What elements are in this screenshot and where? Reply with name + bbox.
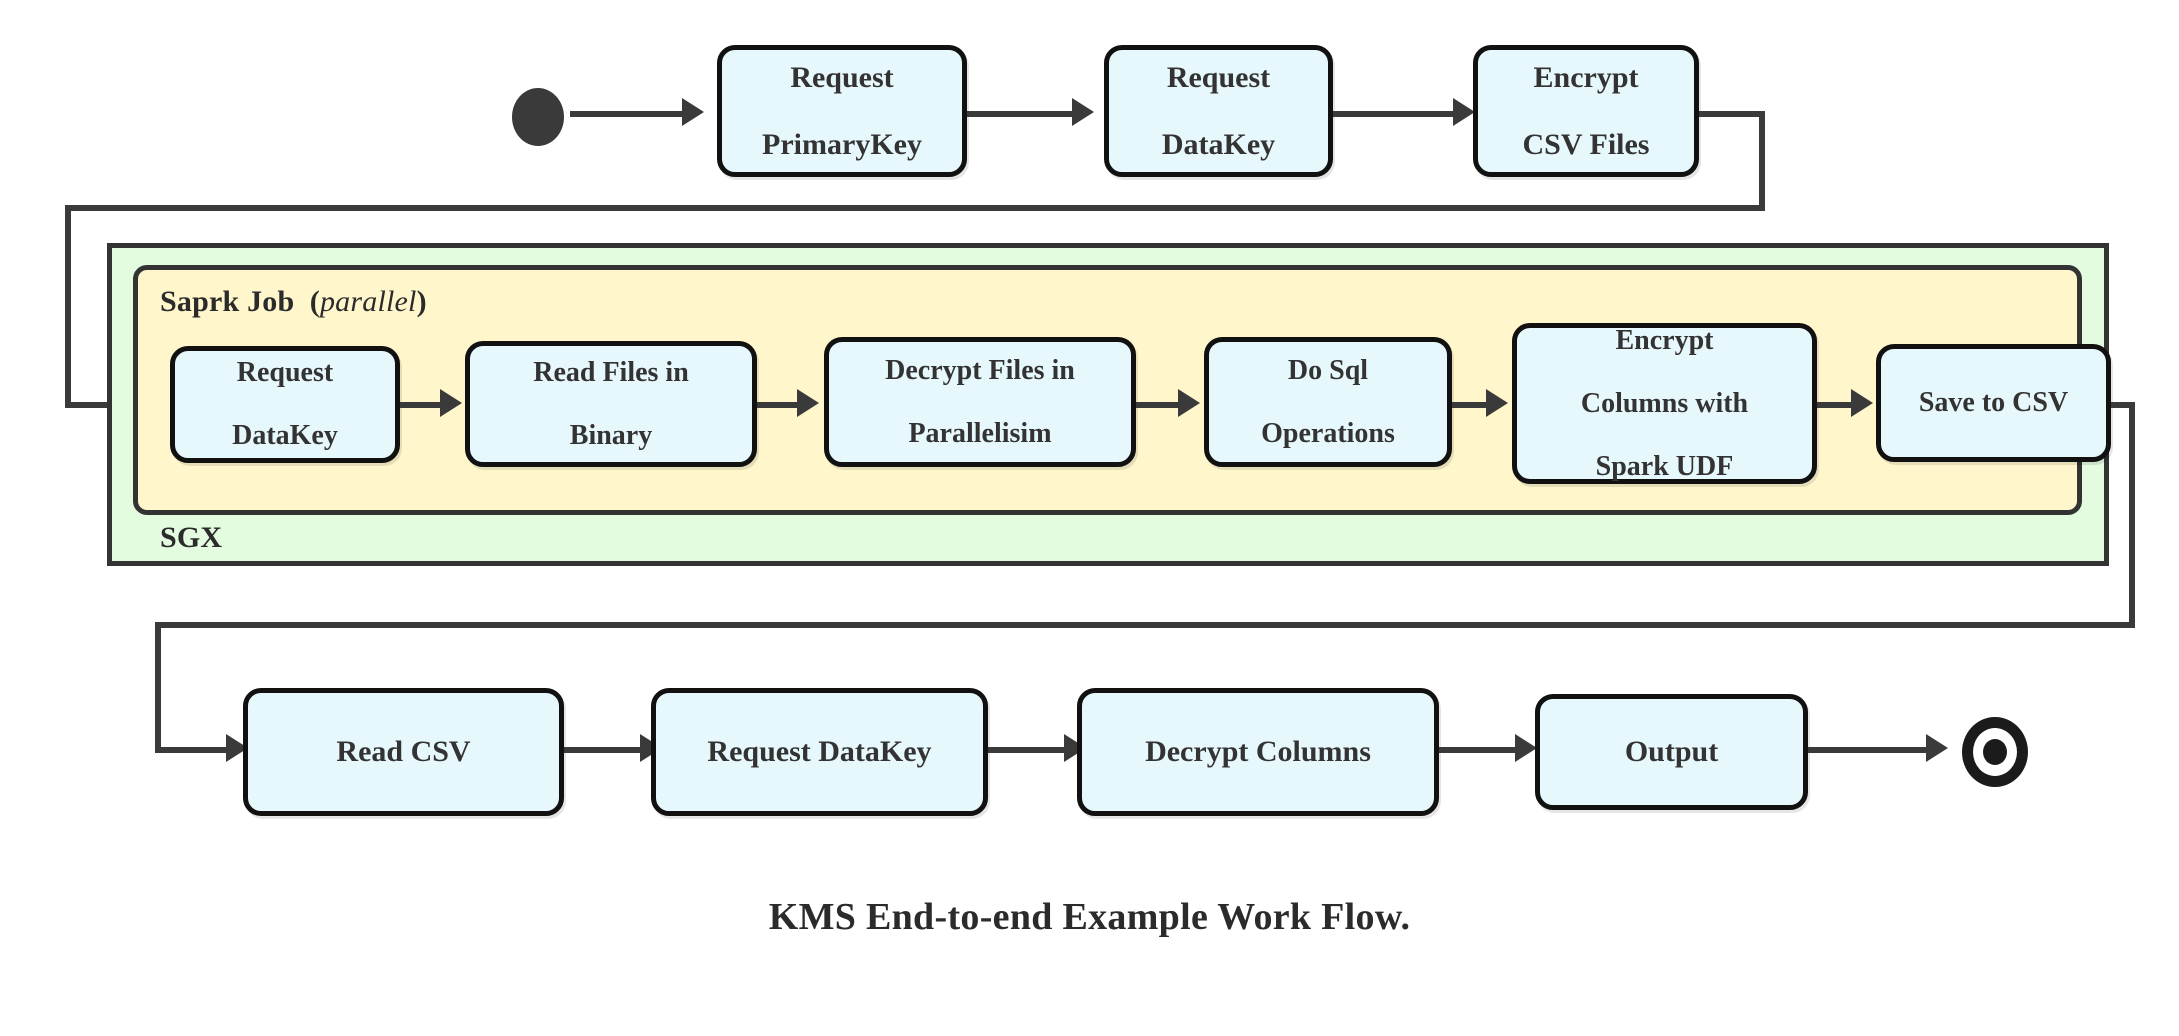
arrowhead-into-encrypt-csv-files	[1453, 98, 1475, 126]
node-decrypt-columns[interactable]: Decrypt Columns	[1077, 688, 1439, 816]
diagram-caption: KMS End-to-end Example Work Flow.	[768, 896, 1411, 938]
node-read-csv-label: Read CSV	[336, 735, 471, 769]
arrowhead-into-save-to-csv	[1851, 389, 1873, 417]
arrowhead-into-request-primarykey	[682, 98, 704, 126]
connector-encrypt-out-right	[1699, 111, 1765, 117]
connector-m1-m2	[400, 402, 442, 408]
connector-wrap-top-to-left	[65, 205, 1765, 211]
arrowhead-into-output	[1515, 734, 1537, 762]
container-spark-job-label: Saprk Job (parallel)	[160, 285, 427, 318]
connector-m2-m3	[757, 402, 799, 408]
node-output-label: Output	[1624, 735, 1719, 769]
arrowhead-into-request-datakey-top	[1072, 98, 1094, 126]
connector-start-to-primarykey	[570, 111, 682, 117]
connector-m4-m5	[1452, 402, 1488, 408]
arrowhead-into-end-terminal	[1926, 734, 1948, 762]
node-read-csv[interactable]: Read CSV	[243, 688, 564, 816]
node-output[interactable]: Output	[1535, 694, 1808, 810]
node-request-datakey-output[interactable]: Request DataKey	[651, 688, 988, 816]
start-terminal-icon	[512, 88, 564, 146]
connector-b3-b4	[1439, 747, 1517, 753]
arrowhead-into-encrypt-columns-udf	[1486, 389, 1508, 417]
connector-m3-m4	[1136, 402, 1180, 408]
container-sgx-label: SGX	[160, 521, 223, 554]
connector-wrap-bottom-left-down	[155, 622, 161, 750]
connector-output-to-end	[1808, 747, 1928, 753]
node-decrypt-columns-label: Decrypt Columns	[1145, 735, 1371, 769]
connector-encrypt-down	[1759, 111, 1765, 211]
connector-b1-b2	[564, 747, 642, 753]
connector-wrap-bottom-to-left	[155, 622, 2135, 628]
connector-wrap-into-read-csv	[155, 747, 233, 753]
connector-wrap-left-down	[65, 205, 71, 405]
connector-datakey-to-encrypt	[1333, 111, 1453, 117]
arrowhead-into-decrypt-files-parallel	[797, 389, 819, 417]
connector-savecsv-out-right	[2111, 402, 2135, 408]
arrowhead-into-read-files-in-binary	[440, 389, 462, 417]
connector-m5-m6	[1817, 402, 1853, 408]
arrowhead-into-read-csv	[226, 734, 248, 762]
node-save-to-csv-label: Save to CSV	[1918, 387, 2069, 419]
end-terminal-icon	[1962, 717, 2028, 787]
node-request-datakey-output-label: Request DataKey	[707, 735, 932, 769]
connector-savecsv-down	[2129, 402, 2135, 628]
connector-primarykey-to-datakey	[967, 111, 1072, 117]
arrowhead-into-do-sql-operations	[1178, 389, 1200, 417]
node-save-to-csv[interactable]: Save to CSV	[1876, 344, 2111, 462]
connector-b2-b3	[988, 747, 1066, 753]
